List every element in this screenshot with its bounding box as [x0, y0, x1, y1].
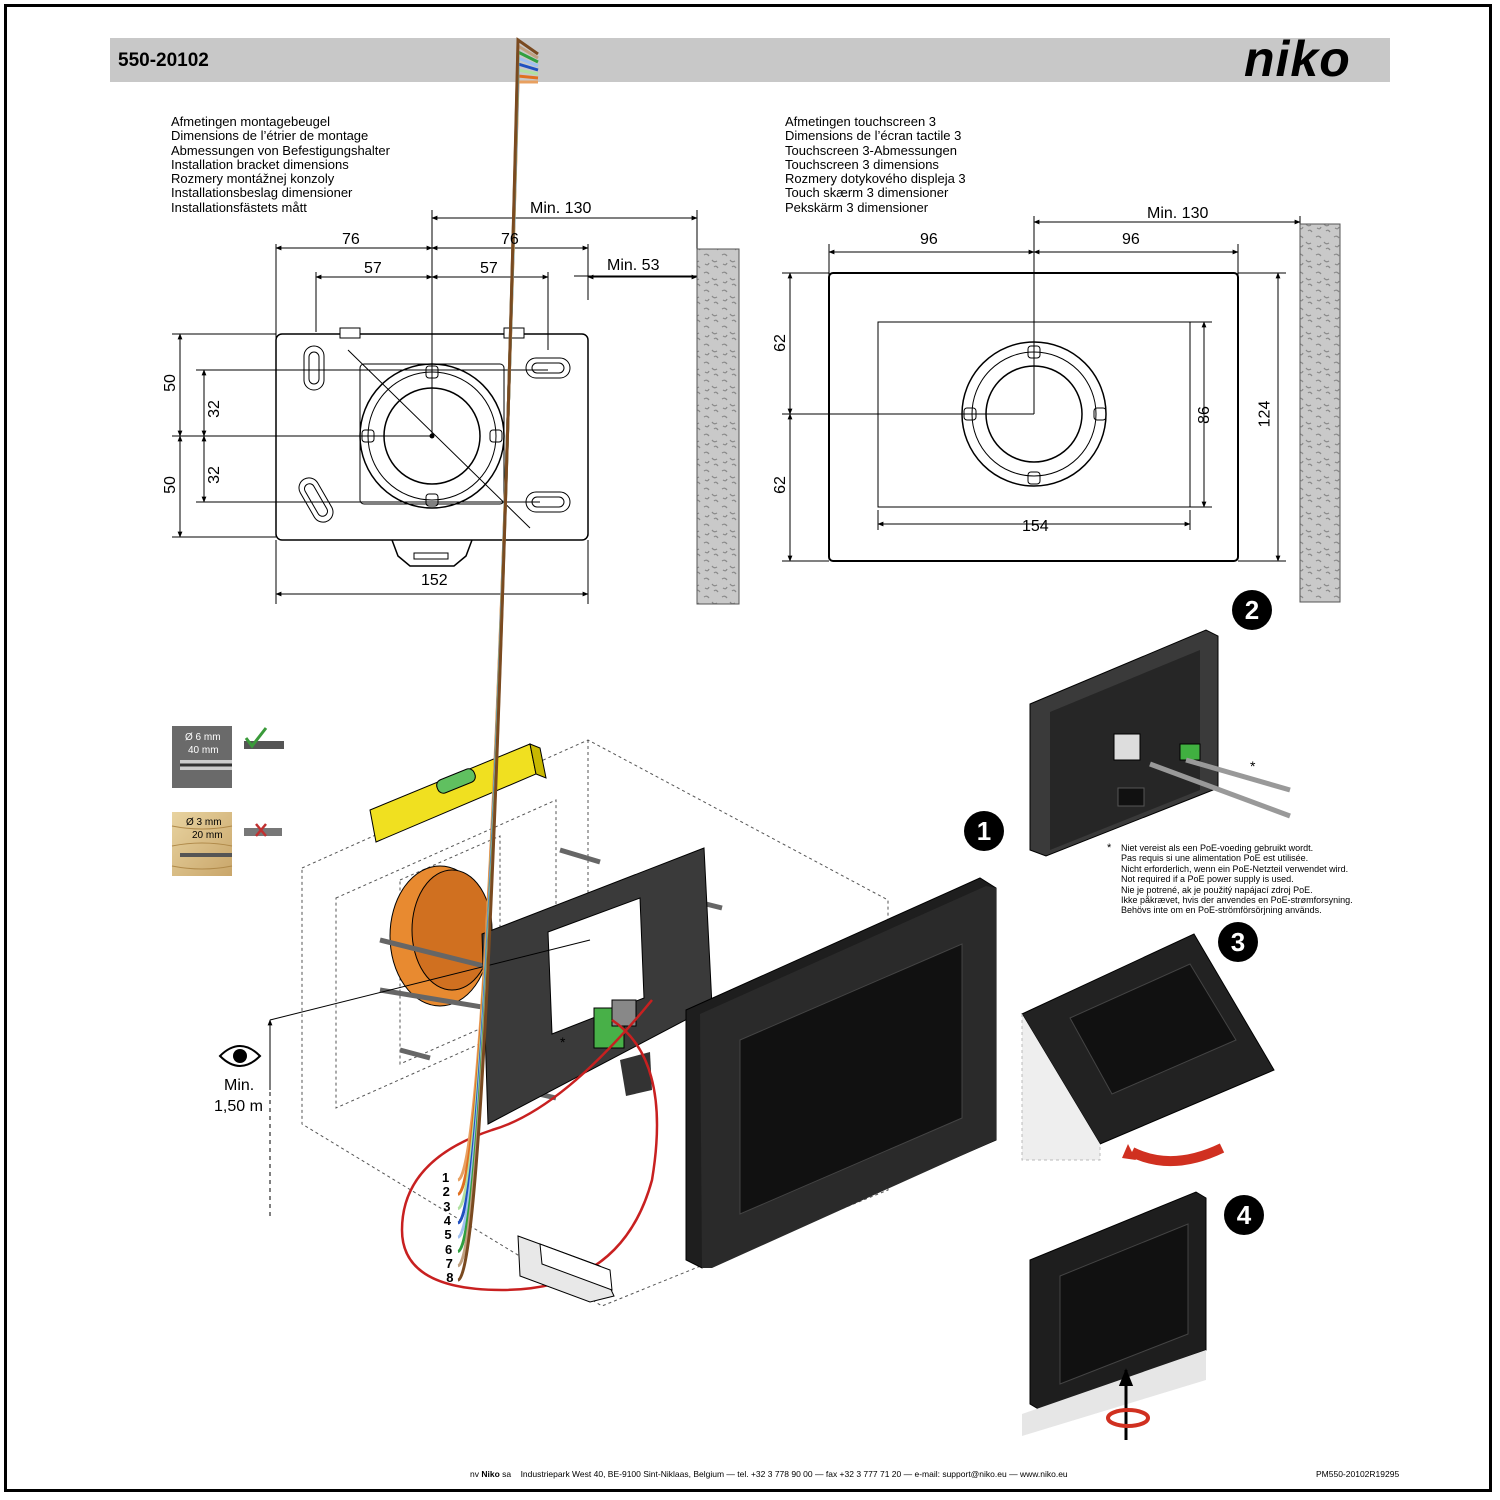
caption-line: Touchscreen 3 dimensions [785, 156, 939, 172]
note-line: Nie je potrené, ak je použitý napájací z… [1121, 884, 1313, 895]
step4-fixed-view [1022, 1191, 1207, 1440]
company-name: Niko [481, 1469, 500, 1479]
dim-152: 152 [421, 572, 448, 589]
caption-line: Touchscreen 3-Abmessungen [785, 142, 957, 158]
step3-hinge-view [1021, 933, 1275, 1166]
note-line: Behövs inte om en PoE-strömförsörjning a… [1121, 905, 1322, 916]
rj45-connector [517, 1235, 615, 1303]
caption-line: Abmessungen von Befestigungshalter [171, 142, 390, 158]
caption-line: Dimensions de l’étrier de montage [171, 128, 369, 144]
address-text: Industriepark West 40, BE-9100 Sint-Nikl… [520, 1469, 1068, 1479]
dim-76: 76 [342, 231, 360, 248]
step2-rear-view [1029, 629, 1291, 857]
dim-32: 32 [205, 466, 223, 484]
note-line: Ikke påkrævet, hvis der anvendes en PoE-… [1121, 895, 1353, 906]
dim-96: 96 [920, 231, 938, 248]
caption-line: Installationsbeslag dimensioner [171, 185, 353, 201]
poe-note: Niet vereist als een PoE-voeding gebruik… [1121, 843, 1353, 916]
dim-min-53: Min. 53 [607, 257, 660, 274]
wire-strand [457, 37, 539, 1282]
wire-number: 4 [443, 1212, 452, 1228]
wood-drill-spec [171, 812, 282, 876]
asterisk-marker: * [1250, 758, 1256, 774]
caption-line: Touch skærm 3 dimensioner [785, 185, 949, 201]
dim-96: 96 [1122, 231, 1140, 248]
wire-number: 8 [446, 1270, 454, 1286]
touchscreen-drawing [782, 216, 1301, 562]
dim-min-130: Min. 130 [1147, 205, 1209, 222]
dim-62: 62 [771, 476, 789, 494]
step-2-badge: 2 [1232, 590, 1272, 630]
wire-number: 5 [444, 1227, 452, 1243]
dim-76: 76 [501, 231, 519, 248]
wall-section [696, 248, 740, 605]
note-line: Nicht erforderlich, wenn ein PoE-Netztei… [1121, 863, 1349, 874]
wire-number: 1 [442, 1170, 450, 1185]
wire-number: 3 [443, 1198, 451, 1214]
caption-line: Installationsfästets mått [171, 199, 307, 215]
header-bar [110, 38, 1390, 82]
step-1-badge: 1 [964, 811, 1004, 851]
bracket-caption: Afmetingen montagebeugel Dimensions de l… [171, 114, 390, 215]
caption-line: Rozmery dotykového displeja 3 [785, 171, 966, 187]
asterisk-marker: * [560, 1034, 566, 1050]
dim-min-130: Min. 130 [530, 200, 592, 217]
step-4-badge: 4 [1224, 1195, 1264, 1235]
wood-drill-depth: 20 mm [192, 830, 223, 841]
company-prefix: nv [470, 1469, 482, 1479]
stone-drill-diameter: Ø 6 mm [185, 732, 221, 743]
document-reference: PM550-20102R19295 [1316, 1469, 1400, 1479]
mounting-height-value: 1,50 m [214, 1098, 263, 1115]
caption-line: Afmetingen montagebeugel [171, 114, 331, 129]
caption-line: Dimensions de l’écran tactile 3 [785, 128, 962, 144]
mounting-height-label: Min. [224, 1077, 255, 1094]
dim-57: 57 [480, 260, 498, 277]
touchscreen-caption: Afmetingen touchscreen 3 Dimensions de l… [785, 114, 966, 215]
brand-logo: niko [1244, 31, 1351, 87]
wire-number: 7 [445, 1255, 453, 1271]
footer-address: nv Niko sa Industriepark West 40, BE-910… [470, 1469, 1068, 1479]
stone-drill-depth: 40 mm [188, 745, 219, 756]
caption-line: Rozmery montážnej konzoly [171, 171, 335, 187]
wire-number: 2 [442, 1184, 450, 1200]
caption-line: Pekskärm 3 dimensioner [785, 199, 929, 215]
page-frame [4, 4, 1492, 1492]
dim-154: 154 [1022, 518, 1049, 535]
caption-line: Afmetingen touchscreen 3 [785, 114, 937, 129]
stone-drill-spec [172, 726, 284, 788]
dim-50: 50 [161, 374, 179, 392]
wall-section [1299, 223, 1341, 603]
dim-50: 50 [161, 476, 179, 494]
dim-57: 57 [364, 260, 382, 277]
installation-view [218, 739, 997, 1307]
dim-86: 86 [1195, 406, 1213, 424]
note-asterisk: * [1107, 842, 1112, 854]
dim-62: 62 [771, 334, 789, 352]
dim-32: 32 [205, 400, 223, 418]
wood-drill-diameter: Ø 3 mm [186, 817, 222, 828]
dim-124: 124 [1256, 400, 1274, 428]
wire-number: 6 [445, 1241, 453, 1257]
note-line: Not required if a PoE power supply is us… [1121, 874, 1294, 885]
note-line: Pas requis si une alimentation PoE est u… [1121, 853, 1309, 864]
product-code: 550-20102 [118, 50, 209, 71]
company-suffix: sa [499, 1469, 512, 1479]
step-3-badge: 3 [1218, 922, 1258, 962]
caption-line: Installation bracket dimensions [171, 156, 349, 172]
network-wires [457, 37, 539, 1282]
bracket-drawing [172, 210, 698, 604]
note-line: Niet vereist als een PoE-voeding gebruik… [1121, 843, 1314, 853]
